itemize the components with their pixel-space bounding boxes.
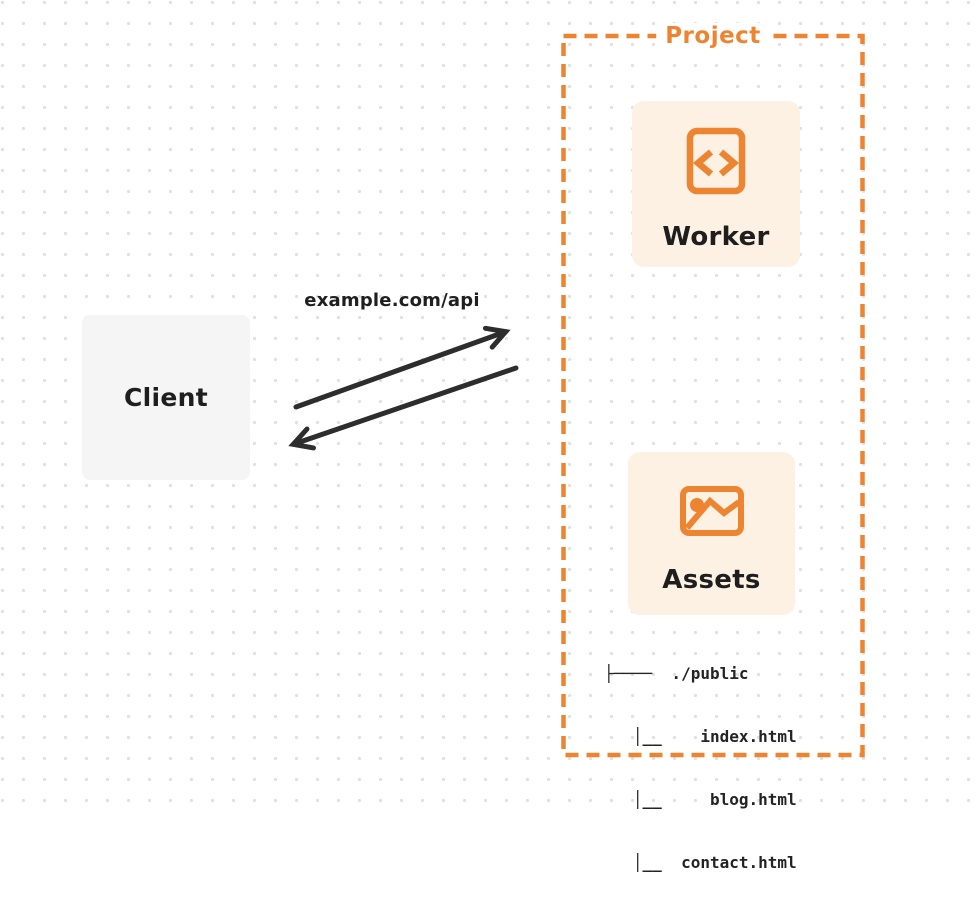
file-tree: ├──── ./public │__ index.html │__ blog.h… (604, 621, 797, 915)
worker-node: Worker (632, 101, 800, 267)
tree-line-index: │__ index.html (604, 727, 797, 746)
client-node: Client (82, 315, 250, 480)
worker-label: Worker (662, 222, 770, 252)
response-arrow (288, 365, 519, 451)
project-label: Project (656, 23, 770, 49)
assets-node: Assets (628, 452, 795, 615)
request-url-label: example.com/api (304, 290, 480, 311)
client-label: Client (124, 383, 208, 412)
code-file-icon (686, 127, 746, 195)
request-arrow (293, 325, 511, 410)
tree-line-contact: │__ contact.html (604, 853, 797, 872)
diagram-canvas: Project Client example.com/api Worker As… (0, 0, 980, 872)
image-icon (679, 486, 744, 536)
tree-line-public: ├──── ./public (604, 664, 749, 683)
assets-label: Assets (662, 565, 761, 595)
tree-line-blog: │__ blog.html (604, 790, 797, 809)
